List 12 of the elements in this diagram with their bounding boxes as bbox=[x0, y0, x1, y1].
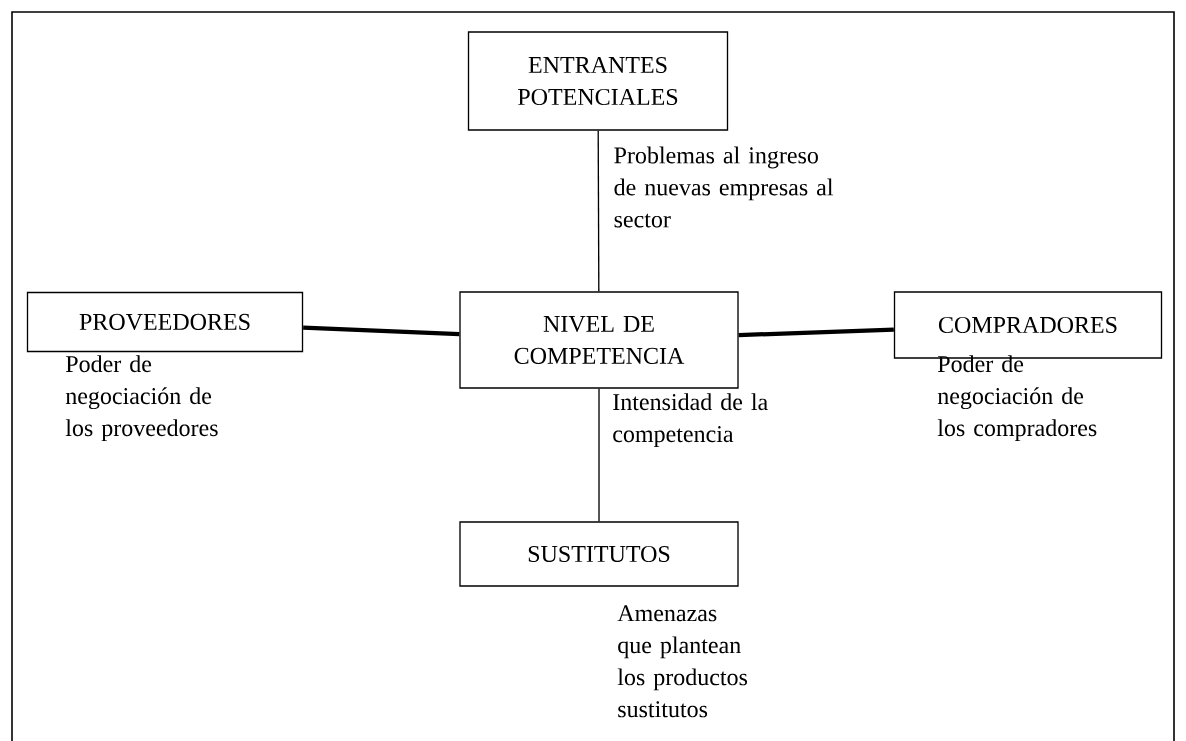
connector-line bbox=[303, 325, 460, 337]
description-text: Poder de negociación de los proveedores bbox=[65, 355, 218, 441]
connector-line bbox=[738, 327, 894, 338]
label-box: SUSTITUTOS bbox=[459, 521, 739, 587]
connector-line bbox=[597, 130, 600, 292]
label-box: ENTRANTES POTENCIALES bbox=[467, 31, 729, 131]
label-box: NIVEL DE COMPETENCIA bbox=[459, 291, 739, 389]
description-text: Intensidad de la competencia bbox=[613, 393, 768, 447]
connector-line bbox=[598, 388, 600, 522]
edge-label: Problemas al ingreso de nuevas empresas al sector bbox=[612, 145, 839, 229]
label-box: PROVEEDORES bbox=[26, 291, 304, 353]
description-text: Amenazas que plantean los productos sustitutos bbox=[617, 605, 748, 718]
